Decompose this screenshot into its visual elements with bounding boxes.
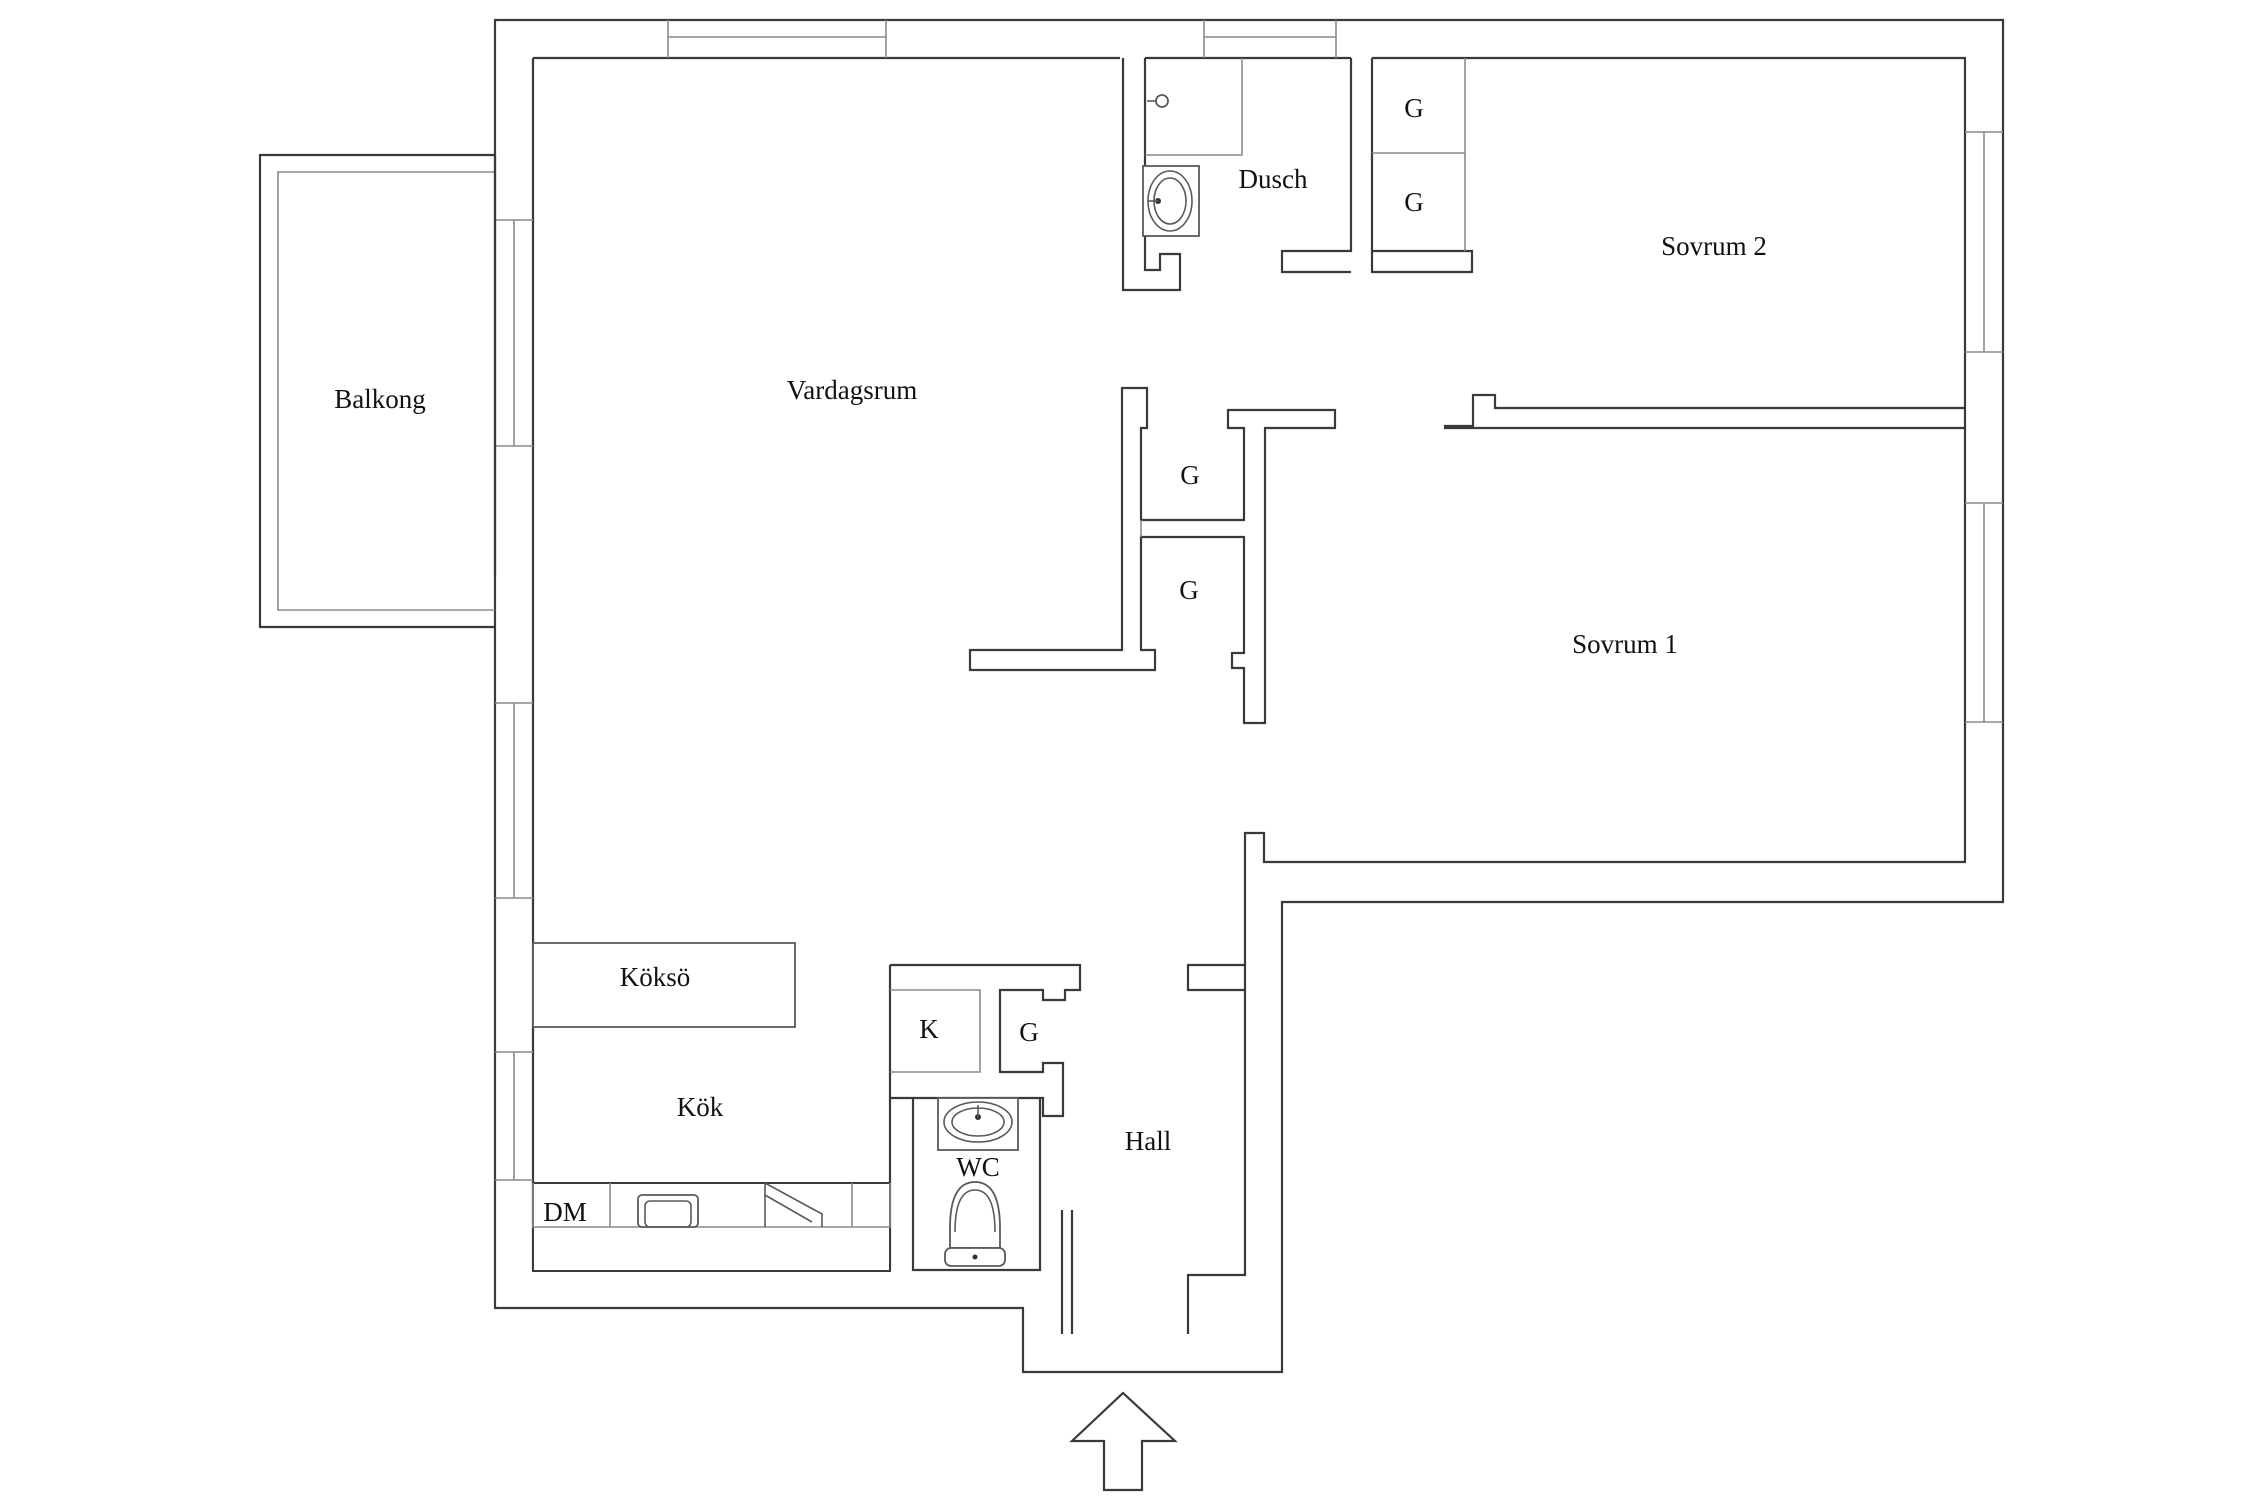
wardrobe-label: G — [1179, 575, 1199, 605]
kitchen-island-label: Köksö — [620, 962, 691, 992]
washbasin-icon — [1142, 165, 1200, 237]
central-wardrobe-walls — [968, 386, 1337, 725]
sink-icon — [637, 1194, 699, 1228]
living-room-label: Vardagsrum — [787, 375, 917, 405]
bedroom-2-walls — [1443, 393, 1965, 430]
hall-label: Hall — [1125, 1126, 1172, 1156]
stove-icon — [764, 1182, 823, 1227]
wardrobe-label: G — [1404, 187, 1424, 217]
shower-room-walls — [1121, 58, 1474, 292]
shower-label: Dusch — [1239, 164, 1308, 194]
bedroom-1-label: Sovrum 1 — [1572, 629, 1678, 659]
windows — [495, 20, 2003, 1181]
bedroom-2-label: Sovrum 2 — [1661, 231, 1767, 261]
entrance-arrow-icon — [1069, 1391, 1178, 1492]
wardrobe-label: G — [1019, 1017, 1039, 1047]
wc-washbasin-icon — [937, 1097, 1019, 1151]
balcony — [258, 153, 497, 629]
dishwasher-label: DM — [543, 1197, 587, 1227]
fridge-label: K — [919, 1014, 939, 1044]
kitchen-counter — [532, 1182, 891, 1272]
wardrobe-label: G — [1180, 460, 1200, 490]
toilet-icon — [944, 1181, 1006, 1267]
wc-label: WC — [956, 1152, 1000, 1182]
kitchen-label: Kök — [677, 1092, 724, 1122]
shower-head-icon — [1147, 94, 1169, 108]
wardrobe-label: G — [1404, 93, 1424, 123]
kitchen-island — [532, 942, 796, 1028]
outer-walls — [493, 18, 2005, 1374]
balcony-label: Balkong — [334, 384, 426, 414]
